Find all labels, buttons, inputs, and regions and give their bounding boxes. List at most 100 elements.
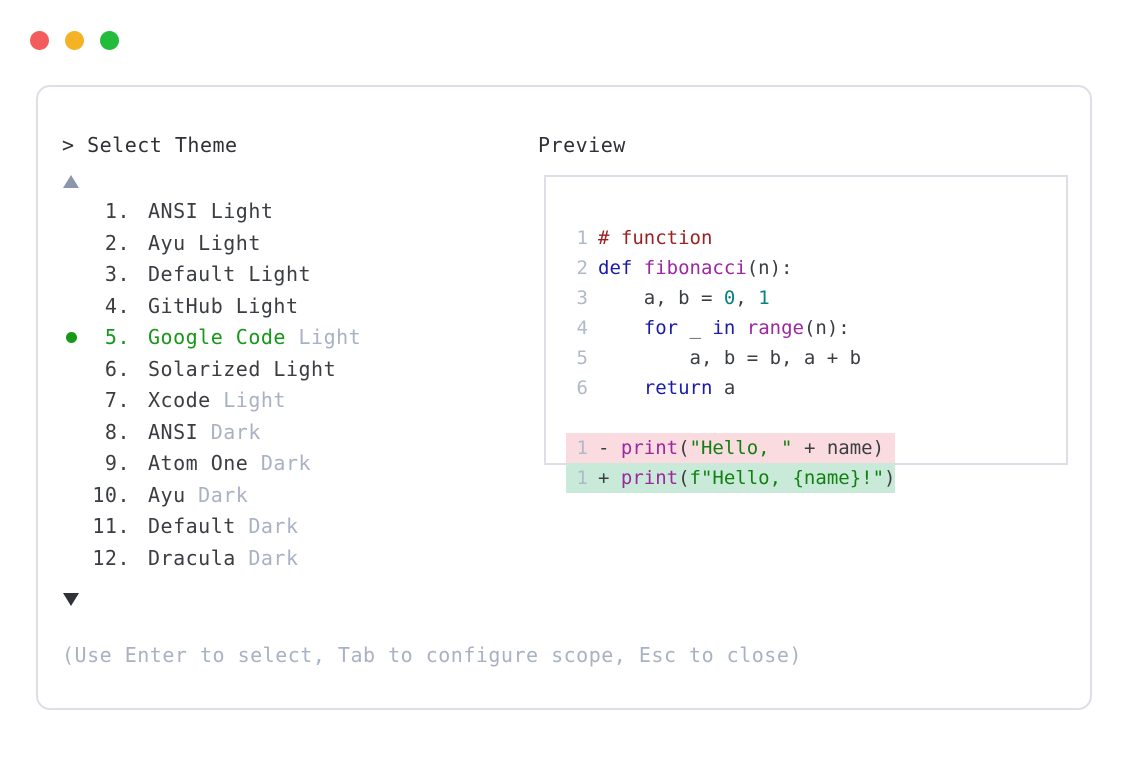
- diff-marker: +: [598, 467, 621, 489]
- code-token: [735, 313, 746, 343]
- theme-list-item[interactable]: 4. GitHub Light: [62, 294, 482, 326]
- theme-item-index: 8.: [104, 419, 130, 444]
- code-line-number: 1: [576, 467, 588, 489]
- code-token: (n):: [803, 317, 850, 339]
- code-line: 1 # function: [566, 223, 895, 253]
- code-line: 4 for _ in range(n):: [566, 313, 895, 343]
- theme-list-item[interactable]: 1. ANSI Light: [62, 199, 482, 231]
- code-line-number: 2: [576, 257, 588, 279]
- theme-item-index: 4.: [104, 293, 130, 318]
- code-token: for: [643, 317, 679, 339]
- diff-line-del: 1- print("Hello, " + name): [566, 433, 896, 463]
- theme-item-spacer: [130, 294, 148, 318]
- preview-label: Preview: [538, 133, 626, 157]
- theme-item-name: ANSI Light: [148, 199, 274, 223]
- theme-item-name: Google Code: [148, 325, 286, 349]
- diff-line-add: 1+ print(f"Hello, {name}!"): [566, 463, 896, 493]
- theme-item-index: 5.: [104, 325, 130, 349]
- code-token: ,: [735, 287, 759, 309]
- theme-item-name: Default: [148, 514, 236, 538]
- theme-item-variant: Dark: [235, 545, 299, 570]
- code-token: f"Hello, {name}!": [689, 467, 885, 489]
- theme-item-name: GitHub Light: [148, 293, 299, 318]
- theme-item-spacer: [130, 483, 148, 507]
- theme-item-index: 10.: [92, 482, 130, 507]
- theme-list-item[interactable]: 7. Xcode Light: [62, 388, 482, 420]
- close-window-button[interactable]: [30, 31, 49, 50]
- theme-item-index: 11.: [92, 514, 130, 538]
- code-line-number: 4: [576, 317, 588, 339]
- code-line: 5 a, b = b, a + b: [566, 343, 895, 373]
- theme-item-spacer: [130, 325, 148, 349]
- code-token: range: [746, 317, 804, 339]
- code-line-number: 1: [576, 437, 588, 459]
- code-token: 1: [758, 287, 770, 309]
- prompt-title: > Select Theme: [62, 133, 238, 157]
- theme-item-spacer: [130, 451, 148, 475]
- theme-item-name: Ayu: [148, 482, 186, 507]
- code-line-number: 1: [576, 227, 588, 249]
- theme-item-spacer: [130, 388, 148, 412]
- theme-item-name: Atom One: [148, 451, 249, 475]
- theme-item-index: 3.: [104, 262, 130, 286]
- prompt-title-text: Select Theme: [87, 133, 238, 157]
- code-token: print: [620, 437, 679, 459]
- theme-item-spacer: [130, 514, 148, 538]
- code-line-number: 5: [576, 347, 588, 369]
- theme-item-index: 2.: [104, 230, 130, 255]
- theme-list-item[interactable]: 9. Atom One Dark: [62, 451, 482, 483]
- theme-list-item[interactable]: 2. Ayu Light: [62, 231, 482, 263]
- keyboard-hint: (Use Enter to select, Tab to configure s…: [62, 643, 802, 667]
- code-token: # function: [598, 227, 713, 249]
- code-token: _: [678, 317, 713, 339]
- code-token: (n):: [746, 257, 793, 279]
- theme-item-name: Ayu Light: [148, 230, 261, 255]
- theme-item-index: 7.: [104, 388, 130, 412]
- code-token: [598, 313, 644, 343]
- theme-list-item[interactable]: 5. Google Code Light: [62, 325, 482, 357]
- theme-item-name: Dracula: [148, 545, 236, 570]
- code-line: 3 a, b = 0, 1: [566, 283, 895, 313]
- code-line-number: 6: [576, 377, 588, 399]
- code-token: return: [643, 377, 713, 399]
- window-titlebar: [30, 31, 119, 50]
- theme-list-item[interactable]: 10. Ayu Dark: [62, 483, 482, 515]
- scroll-down-icon[interactable]: [63, 593, 79, 606]
- code-token: def: [598, 257, 644, 279]
- theme-item-variant: Dark: [235, 514, 299, 538]
- minimize-window-button[interactable]: [65, 31, 84, 50]
- theme-item-name: Solarized Light: [148, 356, 337, 381]
- diff-marker: -: [598, 437, 621, 459]
- theme-item-spacer: [130, 231, 148, 255]
- prompt-marker: >: [62, 133, 75, 157]
- code-token: in: [712, 317, 736, 339]
- theme-item-variant: Dark: [198, 419, 261, 444]
- theme-item-name: Xcode: [148, 388, 211, 412]
- theme-item-variant: Dark: [248, 451, 312, 475]
- theme-item-index: 6.: [104, 356, 130, 381]
- theme-list-item[interactable]: 3. Default Light: [62, 262, 482, 294]
- theme-list-item[interactable]: 11. Default Dark: [62, 514, 482, 546]
- diff-block: 1- print("Hello, " + name)1+ print(f"Hel…: [566, 433, 896, 493]
- code-line-number: 3: [576, 287, 588, 309]
- scroll-up-icon[interactable]: [63, 175, 79, 188]
- theme-item-index: 9.: [104, 451, 130, 475]
- code-token: a, b = b, a + b: [598, 347, 862, 369]
- selected-bullet-icon: [66, 332, 77, 343]
- theme-list-item[interactable]: 6. Solarized Light: [62, 357, 482, 389]
- code-token: [598, 373, 644, 403]
- code-line: 6 return a: [566, 373, 895, 403]
- theme-item-variant: Dark: [185, 482, 249, 507]
- theme-list-item[interactable]: 12. Dracula Dark: [62, 546, 482, 578]
- code-token: + name): [792, 437, 885, 459]
- theme-item-name: ANSI: [148, 419, 199, 444]
- maximize-window-button[interactable]: [100, 31, 119, 50]
- theme-list-item[interactable]: 8. ANSI Dark: [62, 420, 482, 452]
- code-token: "Hello, ": [689, 437, 793, 459]
- code-token: (: [678, 467, 690, 489]
- theme-item-spacer: [130, 420, 148, 444]
